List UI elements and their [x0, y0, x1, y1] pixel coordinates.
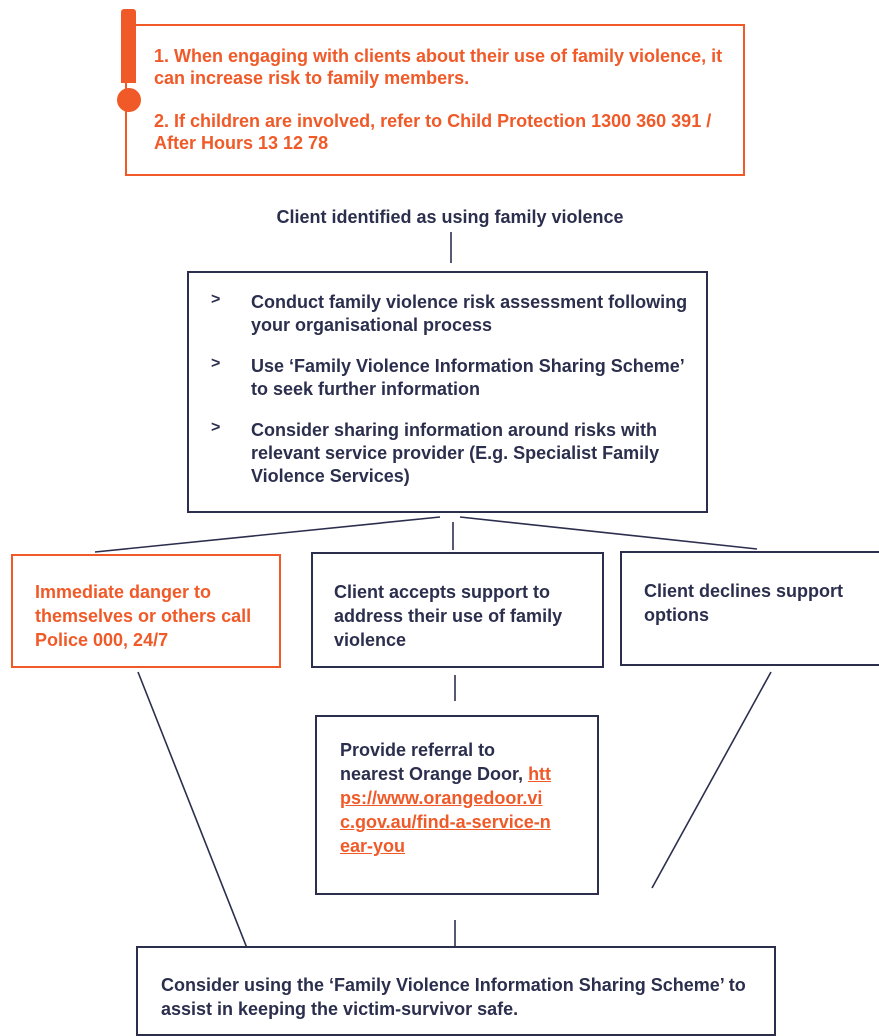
declines-box: Client declines support options [620, 551, 879, 666]
referral-label: Provide referral to nearest Orange Door, [340, 740, 529, 784]
connector-declines-to-final [651, 671, 772, 889]
referral-text: Provide referral to nearest Orange Door,… [340, 738, 555, 858]
final-box: Consider using the ‘Family Violence Info… [136, 946, 776, 1036]
final-text: Consider using the ‘Family Violence Info… [161, 975, 746, 1019]
bullet-text: Use ‘Family Violence Information Sharing… [251, 356, 684, 399]
warning-item-1: 1. When engaging with clients about thei… [154, 46, 723, 88]
exclamation-icon [117, 9, 141, 112]
exclamation-dot [117, 88, 141, 112]
danger-text: Immediate danger to themselves or others… [35, 582, 252, 650]
chevron-right-icon: > [211, 419, 221, 436]
connector-danger-to-final [137, 671, 259, 977]
accepts-text: Client accepts support to address their … [334, 582, 563, 650]
accepts-box: Client accepts support to address their … [311, 552, 604, 668]
connector-assessment-left [94, 516, 441, 553]
start-label: Client identified as using family violen… [276, 207, 624, 227]
assessment-box: > Conduct family violence risk assessmen… [187, 271, 708, 513]
connector-assessment-right [459, 516, 758, 550]
declines-text: Client declines support options [644, 581, 844, 625]
orange-door-link[interactable]: https://www.orangedoor.vic.gov.au/find-a… [340, 764, 552, 856]
chevron-right-icon: > [211, 355, 221, 372]
exclamation-bar [121, 9, 136, 83]
warning-box [125, 24, 745, 176]
chevron-right-icon: > [211, 291, 221, 308]
bullet-text: Conduct family violence risk assessment … [251, 292, 688, 335]
bullet-text: Consider sharing information around risk… [251, 420, 660, 486]
danger-box: Immediate danger to themselves or others… [11, 554, 281, 668]
warning-item-2: 2. If children are involved, refer to Ch… [154, 111, 712, 153]
referral-box: Provide referral to nearest Orange Door,… [315, 715, 599, 895]
